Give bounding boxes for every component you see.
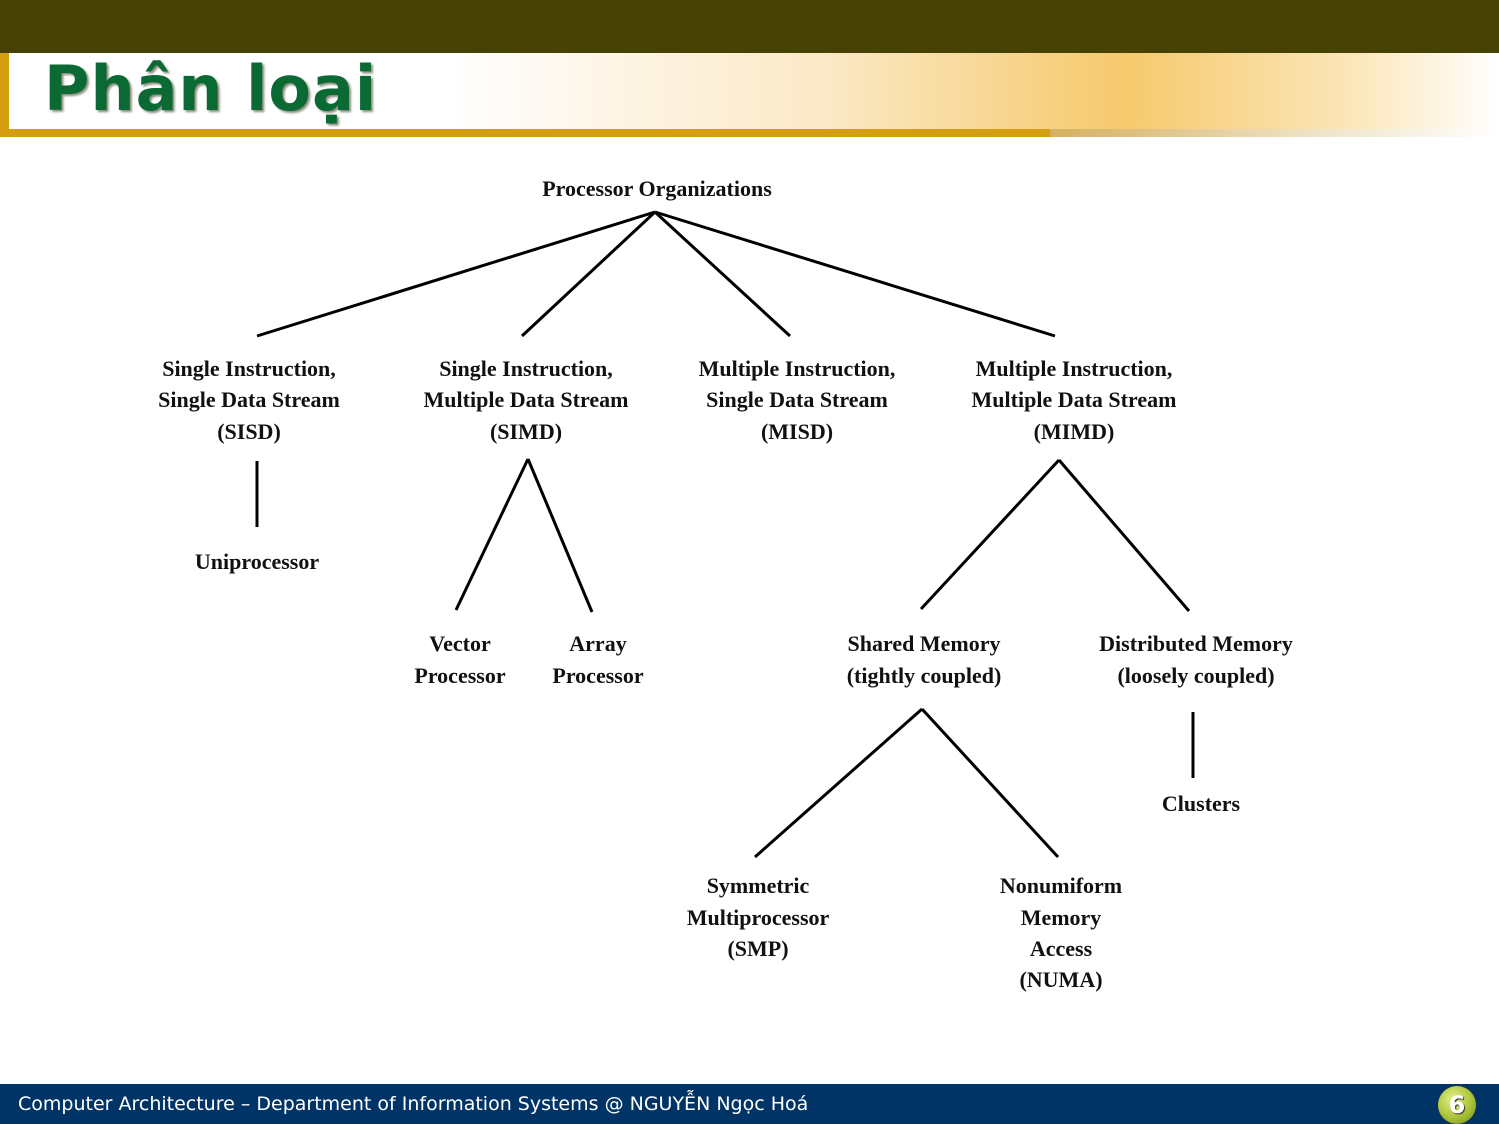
node-distributed-line-2: (loosely coupled) [1117,663,1274,688]
node-numa-line-4: (NUMA) [1019,967,1102,992]
node-distributed-memory: Distributed Memory (loosely coupled) [1099,631,1293,688]
node-simd-line-3: (SIMD) [490,419,562,444]
page-number: 6 [1448,1091,1466,1119]
node-vector-line-1: Vector [429,631,491,656]
node-vector-line-2: Processor [414,663,505,688]
node-misd: Multiple Instruction, Single Data Stream… [699,356,896,444]
node-mimd: Multiple Instruction, Multiple Data Stre… [972,356,1177,444]
node-shared-line-1: Shared Memory [848,631,1001,656]
node-misd-line-2: Single Data Stream [706,387,888,412]
title-underline-fade [1050,129,1499,137]
node-mimd-line-2: Multiple Data Stream [972,387,1177,412]
edge-root-mimd [654,210,1056,338]
edge-shared-smp [754,707,923,859]
edge-root-sisd [256,210,656,338]
node-misd-line-1: Multiple Instruction, [699,356,896,381]
node-array-line-1: Array [569,631,626,656]
node-smp: Symmetric Multiprocessor (SMP) [687,873,830,961]
node-simd-line-1: Single Instruction, [439,356,613,381]
node-simd: Single Instruction, Multiple Data Stream… [424,356,629,444]
title-accent-edge [0,53,9,137]
node-smp-line-1: Symmetric [707,873,810,898]
node-sisd: Single Instruction, Single Data Stream (… [158,356,340,444]
edge-simd-array [526,458,594,613]
page-number-badge: 6 [1438,1086,1476,1124]
node-shared-line-2: (tightly coupled) [847,663,1002,688]
footer-text: Computer Architecture – Department of In… [18,1093,809,1115]
node-misd-line-3: (MISD) [761,419,833,444]
edge-simd-vector [454,458,530,611]
node-simd-line-2: Multiple Data Stream [424,387,629,412]
footer-bar [0,1084,1499,1124]
edge-shared-numa [920,707,1060,859]
node-sisd-line-3: (SISD) [217,419,281,444]
node-smp-line-3: (SMP) [727,936,788,961]
node-smp-line-2: Multiprocessor [687,905,830,930]
edge-mimd-shared [919,458,1061,611]
edge-root-simd [520,210,657,338]
node-array-line-2: Processor [552,663,643,688]
node-distributed-line-1: Distributed Memory [1099,631,1293,656]
node-vector-processor: Vector Processor [414,631,505,688]
node-numa-line-1: Nonumiform [1000,873,1122,898]
node-numa: Nonumiform Memory Access (NUMA) [1000,873,1122,992]
title-band [0,53,1499,129]
edge-mimd-distributed [1057,459,1191,612]
node-array-processor: Array Processor [552,631,643,688]
node-sisd-line-2: Single Data Stream [158,387,340,412]
root-label: Processor Organizations [542,176,772,201]
title-underline [0,129,1050,137]
node-clusters: Clusters [1162,791,1241,816]
top-bar [0,0,1499,53]
slide-title: Phân loại [44,52,378,125]
node-mimd-line-1: Multiple Instruction, [976,356,1173,381]
node-sisd-line-1: Single Instruction, [162,356,336,381]
edge-root-misd [653,210,792,338]
node-mimd-line-3: (MIMD) [1034,419,1115,444]
tree-connectors [255,210,1195,859]
node-uniprocessor: Uniprocessor [195,549,319,574]
node-numa-line-2: Memory [1021,905,1102,930]
node-numa-line-3: Access [1030,936,1093,961]
node-shared-memory: Shared Memory (tightly coupled) [847,631,1002,688]
